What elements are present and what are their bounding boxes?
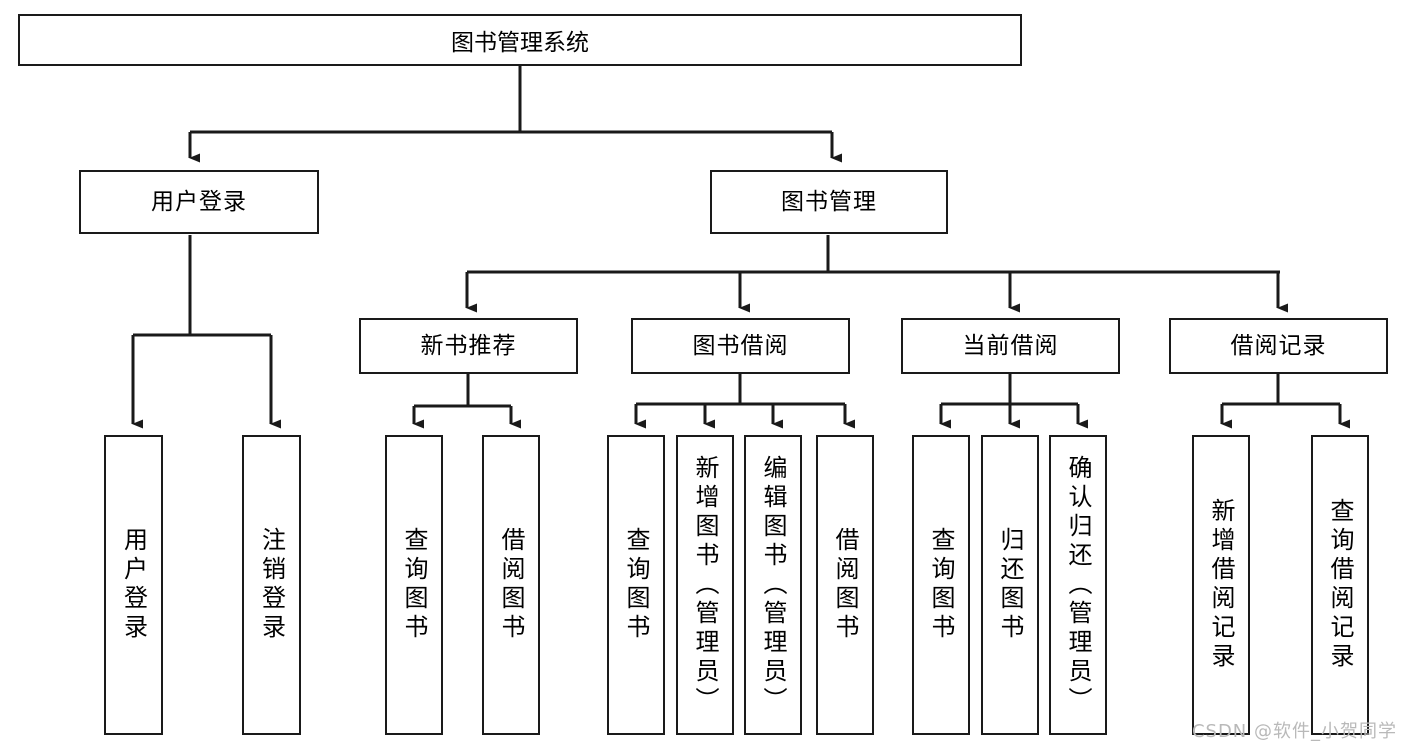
leaf-label: 借阅图书 [497,527,525,643]
leaf-book-borrow-borrow[interactable]: 借阅图书 [816,435,874,735]
node-root-system[interactable]: 图书管理系统 [18,14,1022,66]
leaf-user-login-login[interactable]: 用户登录 [104,435,163,735]
leaf-current-borrow-return[interactable]: 归还图书 [981,435,1039,735]
leaf-book-borrow-edit[interactable]: 编辑图书（管理员） [744,435,802,735]
leaf-new-book-query[interactable]: 查询图书 [385,435,443,735]
leaf-book-borrow-add[interactable]: 新增图书（管理员） [676,435,734,735]
leaf-label: 新增借阅记录 [1207,498,1235,672]
leaf-label: 查询图书 [927,527,955,643]
node-current-borrow[interactable]: 当前借阅 [901,318,1120,374]
node-user-login[interactable]: 用户登录 [79,170,319,234]
node-book-borrow[interactable]: 图书借阅 [631,318,850,374]
leaf-borrow-record-query[interactable]: 查询借阅记录 [1311,435,1369,735]
node-new-book-recommend[interactable]: 新书推荐 [359,318,578,374]
leaf-label: 查询图书 [400,527,428,643]
node-book-management[interactable]: 图书管理 [710,170,948,234]
leaf-label: 注销登录 [257,527,286,643]
leaf-borrow-record-add[interactable]: 新增借阅记录 [1192,435,1250,735]
leaf-label: 新增图书（管理员） [691,454,719,716]
leaf-label: 编辑图书（管理员） [759,454,787,716]
leaf-label: 用户登录 [119,527,148,643]
leaf-label: 查询借阅记录 [1326,498,1354,672]
leaf-book-borrow-query[interactable]: 查询图书 [607,435,665,735]
watermark-text: CSDN @软件_小贺同学 [1191,721,1397,742]
leaf-user-login-logout[interactable]: 注销登录 [242,435,301,735]
node-borrow-record[interactable]: 借阅记录 [1169,318,1388,374]
leaf-current-borrow-confirm[interactable]: 确认归还（管理员） [1049,435,1107,735]
leaf-label: 借阅图书 [831,527,859,643]
leaf-current-borrow-query[interactable]: 查询图书 [912,435,970,735]
leaf-label: 查询图书 [622,527,650,643]
leaf-label: 确认归还（管理员） [1064,454,1092,716]
leaf-label: 归还图书 [996,527,1024,643]
leaf-new-book-borrow[interactable]: 借阅图书 [482,435,540,735]
